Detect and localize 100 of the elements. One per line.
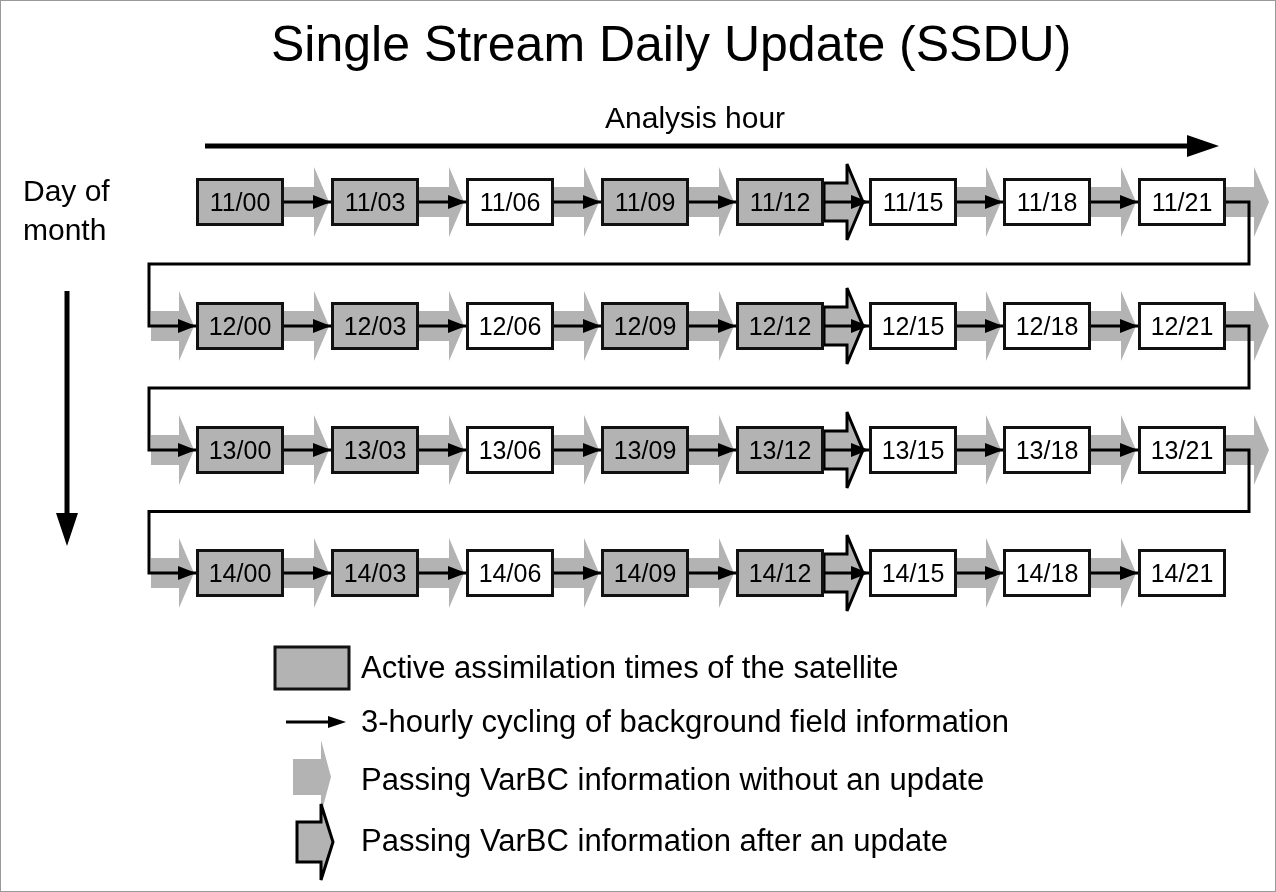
arrow xyxy=(1091,443,1138,457)
active-time-box: 12/00 xyxy=(196,302,284,350)
varbc-arrow xyxy=(689,538,734,608)
arrow xyxy=(689,443,736,457)
time-box: 14/06 xyxy=(466,549,554,597)
time-box: 11/15 xyxy=(869,178,957,226)
varbc-arrow xyxy=(554,291,599,361)
active-time-box: 12/09 xyxy=(601,302,689,350)
active-time-box: 13/12 xyxy=(736,426,824,474)
arrow xyxy=(957,319,1003,333)
time-box: 12/15 xyxy=(869,302,957,350)
varbc-arrow xyxy=(689,291,734,361)
active-time-box: 14/03 xyxy=(331,549,419,597)
varbc-arrow xyxy=(689,167,734,237)
varbc-arrow xyxy=(554,538,599,608)
active-time-box: 13/09 xyxy=(601,426,689,474)
varbc-arrow xyxy=(419,167,464,237)
varbc-arrow xyxy=(957,538,1001,608)
arrow xyxy=(284,443,331,457)
varbc-arrow xyxy=(1091,415,1136,485)
time-box: 13/18 xyxy=(1003,426,1091,474)
arrow xyxy=(284,195,331,209)
arrow xyxy=(689,195,736,209)
legend-text: Active assimilation times of the satellite xyxy=(361,649,899,687)
varbc-arrow xyxy=(284,167,329,237)
update-arrow xyxy=(822,162,865,242)
varbc-arrow xyxy=(1091,538,1136,608)
time-box: 12/21 xyxy=(1138,302,1226,350)
arrow xyxy=(147,448,1251,580)
varbc-arrow xyxy=(1091,291,1136,361)
time-box: 13/15 xyxy=(869,426,957,474)
active-time-box: 13/03 xyxy=(331,426,419,474)
varbc-arrow xyxy=(1226,291,1269,361)
time-box: 14/18 xyxy=(1003,549,1091,597)
update-arrow xyxy=(822,533,865,613)
varbc-arrow xyxy=(957,291,1001,361)
arrow xyxy=(419,443,466,457)
time-box: 12/18 xyxy=(1003,302,1091,350)
varbc-arrow xyxy=(957,167,1001,237)
time-box: 12/06 xyxy=(466,302,554,350)
varbc-arrow xyxy=(554,415,599,485)
axis-label: Analysis hour xyxy=(605,101,786,135)
arrow xyxy=(554,195,601,209)
arrow xyxy=(554,319,601,333)
arrow xyxy=(1091,566,1138,580)
varbc-arrow xyxy=(151,538,194,608)
arrow xyxy=(419,566,466,580)
arrow xyxy=(1091,195,1138,209)
time-box: 14/21 xyxy=(1138,549,1226,597)
active-time-box: 14/09 xyxy=(601,549,689,597)
arrow xyxy=(957,443,1003,457)
legend-text: Passing VarBC information without an update xyxy=(361,761,985,799)
varbc-arrow xyxy=(689,415,734,485)
time-box: 11/18 xyxy=(1003,178,1091,226)
time-box: 13/06 xyxy=(466,426,554,474)
active-time-box: 11/00 xyxy=(196,178,284,226)
update-arrow xyxy=(822,286,865,366)
varbc-arrow xyxy=(284,538,329,608)
legend-text: Passing VarBC information after an update xyxy=(361,822,949,860)
arrow xyxy=(147,324,1251,457)
varbc-arrow xyxy=(284,291,329,361)
active-time-box: 12/03 xyxy=(331,302,419,350)
arrow xyxy=(957,566,1003,580)
time-box: 13/21 xyxy=(1138,426,1226,474)
varbc-arrow xyxy=(419,291,464,361)
arrow xyxy=(824,195,869,209)
active-time-box: 11/12 xyxy=(736,178,824,226)
varbc-arrow xyxy=(957,415,1001,485)
title: Single Stream Daily Update (SSDU) xyxy=(271,15,1072,73)
legend-text: 3-hourly cycling of background field information xyxy=(361,703,1009,741)
time-box: 14/15 xyxy=(869,549,957,597)
arrow xyxy=(147,200,1251,333)
varbc-arrow xyxy=(1226,415,1269,485)
arrow xyxy=(824,319,869,333)
update-arrow xyxy=(822,410,865,490)
varbc-arrow xyxy=(419,415,464,485)
arrow xyxy=(284,319,331,333)
arrow xyxy=(419,319,466,333)
arrow xyxy=(824,566,869,580)
active-time-box: 11/09 xyxy=(601,178,689,226)
varbc-arrow xyxy=(554,167,599,237)
varbc-arrow xyxy=(1091,167,1136,237)
axis-label: Day of month xyxy=(23,173,111,248)
arrow xyxy=(554,566,601,580)
time-box: 11/06 xyxy=(466,178,554,226)
active-time-box: 14/00 xyxy=(196,549,284,597)
arrow xyxy=(957,195,1003,209)
varbc-arrow xyxy=(419,538,464,608)
active-time-box: 12/12 xyxy=(736,302,824,350)
arrow xyxy=(1091,319,1138,333)
time-box: 11/21 xyxy=(1138,178,1226,226)
arrow xyxy=(284,566,331,580)
arrow xyxy=(689,566,736,580)
active-time-box: 14/12 xyxy=(736,549,824,597)
arrow xyxy=(689,319,736,333)
arrow xyxy=(824,443,869,457)
varbc-arrow xyxy=(151,415,194,485)
varbc-arrow xyxy=(151,291,194,361)
varbc-arrow xyxy=(284,415,329,485)
active-time-box: 13/00 xyxy=(196,426,284,474)
